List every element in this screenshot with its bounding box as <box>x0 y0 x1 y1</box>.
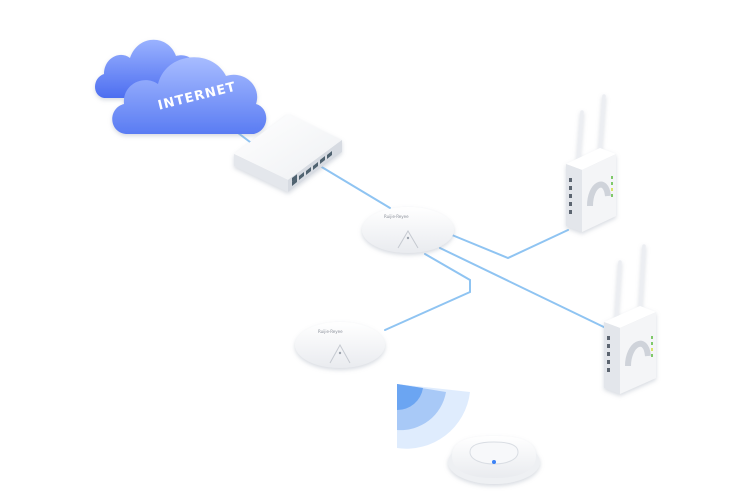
router-2-led <box>651 336 653 339</box>
ap-1-brand-label: Ruijie·Reyee <box>384 214 409 219</box>
router-1-top-face <box>566 148 616 170</box>
switch-port <box>292 178 297 186</box>
ap-2-led <box>338 351 342 355</box>
link-ap-1-to-router-2 <box>439 247 611 331</box>
router-2-front-face <box>620 312 656 394</box>
ap-3-top-plate <box>469 441 519 465</box>
ap-1-seam <box>397 230 419 249</box>
link-switch-to-ap-1 <box>319 165 391 209</box>
signal-wave-inner <box>397 384 423 411</box>
switch-ports <box>292 151 332 186</box>
switch-port <box>313 162 318 170</box>
router-1-vent-grille <box>587 181 611 207</box>
switch-port <box>320 156 325 164</box>
router-2-port <box>607 360 610 364</box>
cloud-front-shape <box>112 57 267 134</box>
switch-left-face <box>234 154 288 192</box>
router-1-led <box>611 188 613 191</box>
router-2-port <box>607 336 610 340</box>
switch-port <box>306 167 311 175</box>
router-1-indicator-leds <box>611 176 613 197</box>
switch-port <box>299 172 304 180</box>
wireless-router-2 <box>604 244 656 394</box>
link-ap-1-to-router-1 <box>451 229 569 260</box>
router-2-side-face <box>604 322 620 394</box>
wireless-router-1 <box>566 94 616 232</box>
router-2-vent-grille <box>625 340 651 367</box>
router-1-ports <box>569 178 572 214</box>
router-2-led <box>651 348 653 351</box>
ap-2-brand-label: Ruijie·Reyee <box>318 329 343 334</box>
ceiling-access-point-2: Ruijie·Reyee <box>295 322 385 368</box>
router-2-ports <box>607 336 610 372</box>
router-1-led <box>611 194 613 197</box>
ap-1-body <box>362 207 454 253</box>
ceiling-access-point-1: Ruijie·Reyee <box>362 207 454 253</box>
router-1-led <box>611 176 613 179</box>
router-1-port <box>569 178 572 182</box>
link-ap-1-to-ap-2 <box>384 253 471 331</box>
router-1-led <box>611 182 613 185</box>
switch-port <box>327 151 332 159</box>
router-2-port <box>607 368 610 372</box>
router-2-top-face <box>604 306 656 328</box>
network-switch <box>234 114 342 192</box>
wifi-signal-icon <box>397 384 470 449</box>
router-2-port <box>607 352 610 356</box>
router-1-front-face <box>582 154 616 232</box>
router-1-antenna-left <box>576 110 584 164</box>
ap-1-led <box>406 236 410 240</box>
switch-top-face <box>234 114 342 180</box>
router-2-port <box>607 344 610 348</box>
switch-port <box>292 174 297 182</box>
router-2-antenna-left <box>614 260 622 324</box>
internet-cloud: INTERNET <box>95 39 267 134</box>
router-1-port <box>569 194 572 198</box>
router-1-side-face <box>566 164 582 232</box>
router-2-antenna-right <box>638 244 646 314</box>
router-2-indicator-leds <box>651 336 653 357</box>
network-links <box>204 107 611 331</box>
router-1-port <box>569 186 572 190</box>
router-2-led <box>651 342 653 345</box>
router-1-port <box>569 202 572 206</box>
router-1-antenna-right <box>598 94 606 152</box>
router-1-port <box>569 210 572 214</box>
ap-2-seam <box>329 343 351 364</box>
ap-3-led <box>492 460 496 464</box>
ceiling-access-point-3 <box>448 436 540 484</box>
router-2-led <box>651 354 653 357</box>
